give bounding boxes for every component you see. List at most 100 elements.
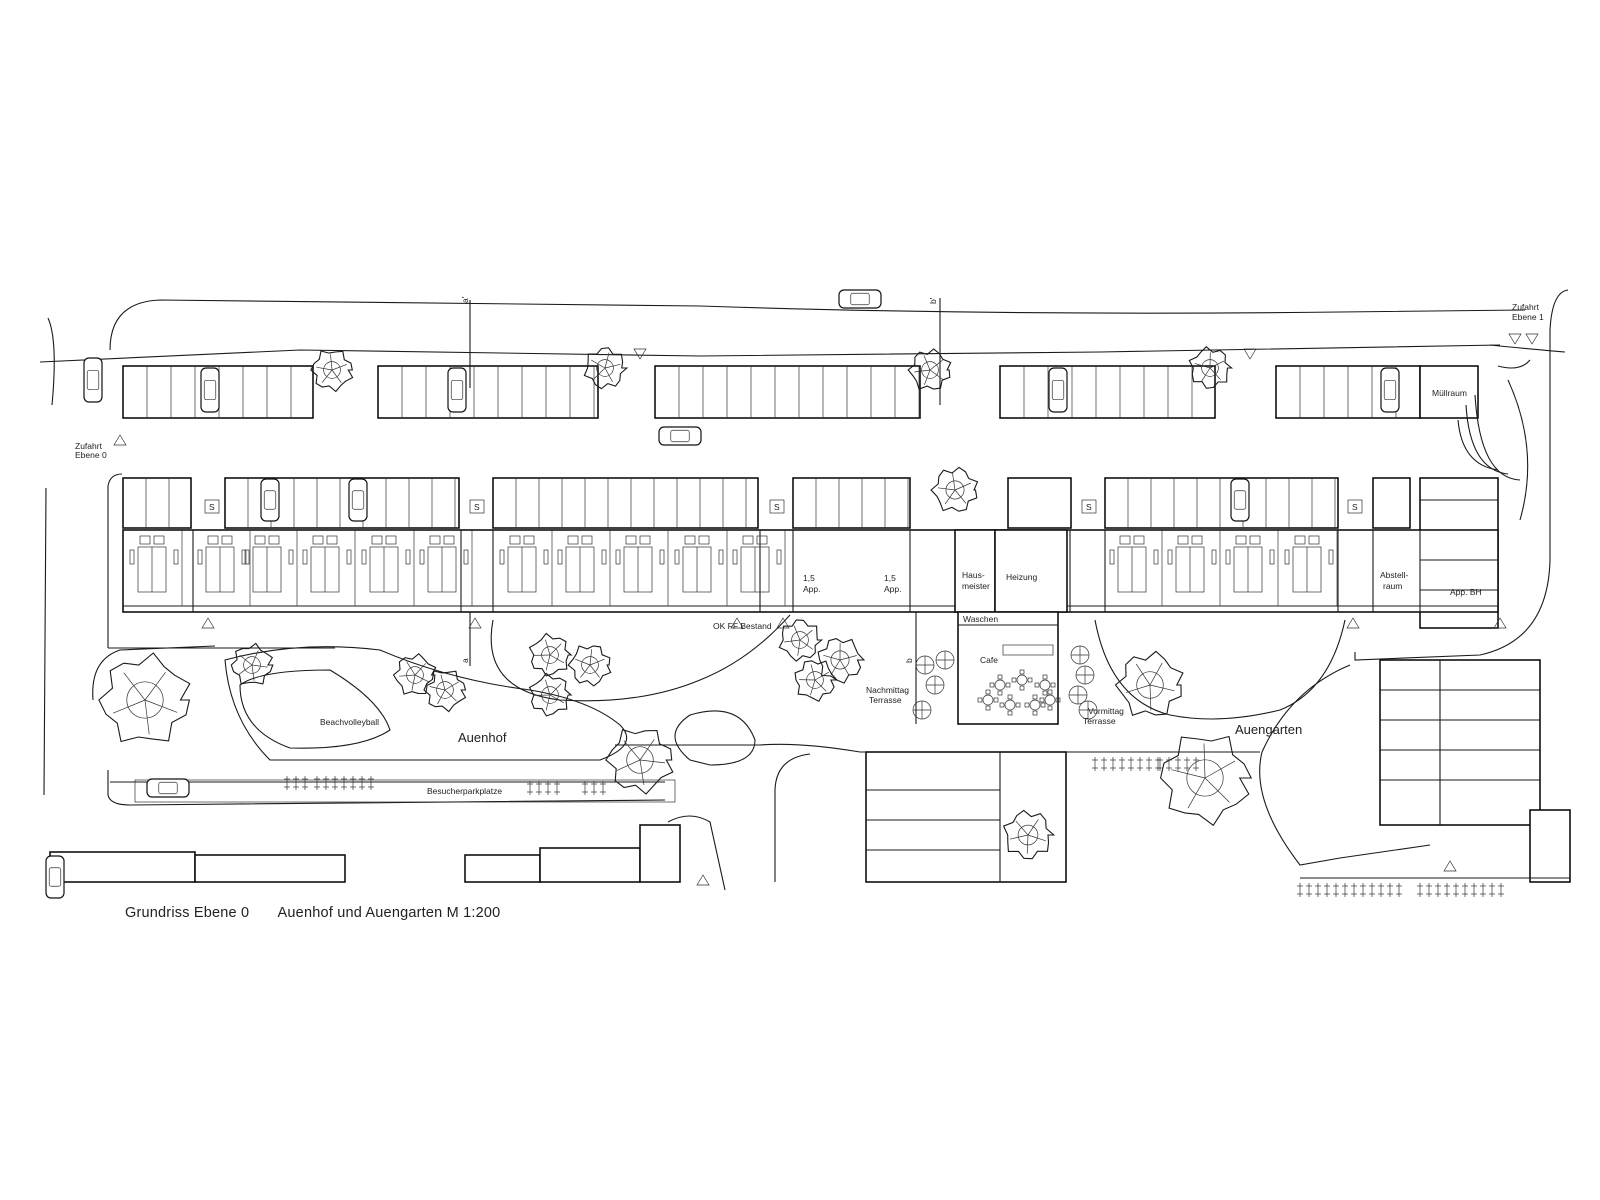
tree (583, 347, 629, 390)
besucherparkplatze-label: Besucherparkplatze (427, 786, 502, 796)
terrace-umbrella (1068, 685, 1088, 705)
bicycle-rack (1297, 883, 1402, 897)
cafe-table (977, 689, 999, 711)
tree (567, 645, 612, 687)
car (83, 357, 103, 403)
app-1-5-label: App. (884, 584, 902, 594)
cafe-table (999, 694, 1021, 716)
waschen-label: Waschen (963, 614, 998, 624)
zufahrt-ebene-1-label: Zufahrt (1512, 302, 1540, 312)
apartment-unit (129, 530, 183, 606)
cafe-table (1011, 669, 1033, 691)
apartment-unit (1284, 530, 1338, 606)
stair-marker-label: S (1086, 502, 1092, 512)
app-bh-label: App. BH (1450, 587, 1482, 597)
bicycle-rack (1417, 883, 1504, 897)
ok-ff-bestand-label: OK FF Bestand (713, 621, 772, 631)
zufahrt-ebene-1-label: Ebene 1 (1512, 312, 1544, 322)
tree (423, 670, 467, 713)
lower-buildings (49, 659, 1571, 883)
pavilion-row (122, 477, 1499, 629)
bicycle-rack (1092, 757, 1161, 771)
apartment-unit (1167, 530, 1221, 606)
cafe-table (1039, 689, 1061, 711)
car (447, 367, 467, 413)
tree (392, 652, 437, 695)
caption-level: Grundriss Ebene 0 (125, 905, 250, 921)
tree (230, 642, 274, 685)
hausmeister-label: Haus- (962, 570, 985, 580)
level-marker (776, 617, 790, 629)
stair-marker-label: S (474, 502, 480, 512)
apartment-unit (1109, 530, 1163, 606)
apartment-unit (557, 530, 611, 606)
level-marker (730, 617, 744, 629)
drawing-caption: Grundriss Ebene 0 Auenhof und Auengarten… (125, 905, 500, 921)
level-marker (633, 348, 647, 360)
muellraum-ramp (1457, 359, 1531, 481)
tree (794, 660, 839, 703)
stair-marker-label: S (209, 502, 215, 512)
stair-marker-label: S (774, 502, 780, 512)
level-marker (1243, 348, 1257, 360)
trees (98, 346, 1253, 860)
cafe-table (1024, 694, 1046, 716)
apartment-unit (419, 530, 473, 606)
level-marker (696, 874, 710, 886)
level-marker (1508, 333, 1522, 345)
terrace-umbrella (1075, 665, 1095, 685)
beachvolleyball-label: Beachvolleyball (320, 717, 379, 727)
tree (1002, 809, 1056, 860)
car (1048, 367, 1068, 413)
heizung-label: Heizung (1006, 572, 1037, 582)
level-markers (113, 333, 1539, 886)
cafe-table (989, 674, 1011, 696)
section-b-top-label: b' (928, 297, 938, 304)
upper-parking-row (122, 365, 1479, 419)
section-a-bottom-label: a (460, 658, 470, 663)
nachmittag-terrasse-label: Nachmittag (866, 685, 909, 695)
bicycle-rack (527, 781, 560, 795)
apartment-unit (302, 530, 356, 606)
apartment-unit (615, 530, 669, 606)
level-marker (468, 617, 482, 629)
apartment-unit (197, 530, 251, 606)
car (838, 289, 882, 309)
tree (605, 729, 674, 795)
apartment-unit (244, 530, 298, 606)
terrace-umbrella (935, 650, 955, 670)
tree (528, 672, 573, 717)
car (1380, 367, 1400, 413)
level-marker (1525, 333, 1539, 345)
car (260, 478, 280, 522)
caption-title: Auenhof und Auengarten M 1:200 (277, 905, 501, 921)
nachmittag-terrasse-label: Terrasse (869, 695, 902, 705)
bicycle-racks (284, 757, 1504, 897)
auengarten-label: Auengarten (1235, 722, 1302, 737)
stair-marker-label: S (1352, 502, 1358, 512)
tree (1159, 735, 1253, 827)
bicycle-rack (582, 781, 606, 795)
section-b-bottom-label: b (904, 658, 914, 663)
bicycle-rack (314, 776, 374, 790)
apartment-unit (499, 530, 553, 606)
level-marker (113, 434, 127, 446)
car (200, 367, 220, 413)
car (348, 478, 368, 522)
car (658, 426, 702, 446)
tree (930, 466, 979, 512)
terrace-umbrella (1078, 700, 1098, 720)
apartment-unit (674, 530, 728, 606)
level-marker (1346, 617, 1360, 629)
tree (1114, 650, 1184, 717)
vormittag-terrasse-label: Terrasse (1083, 716, 1116, 726)
terrace-umbrella (1070, 645, 1090, 665)
section-lines (469, 298, 941, 724)
terrace-umbrella (925, 675, 945, 695)
bicycle-rack (1157, 757, 1199, 771)
tree (1188, 346, 1234, 389)
app-1-5-label: App. (803, 584, 821, 594)
abstellraum-label: Abstell- (1380, 570, 1409, 580)
car (1230, 478, 1250, 522)
